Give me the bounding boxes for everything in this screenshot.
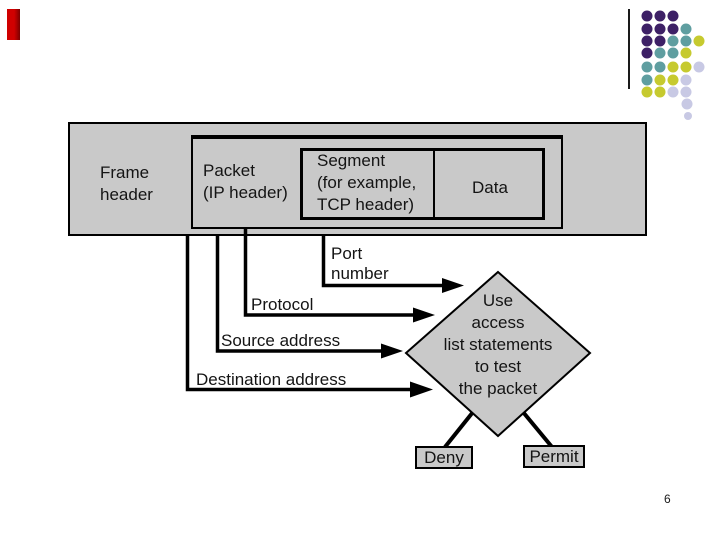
decision-diamond-label: Use access list statements to test the p… [443, 291, 553, 398]
permit-box: Permit [523, 445, 585, 468]
protocol-connector [243, 228, 413, 317]
dot [641, 23, 653, 35]
packet-label: Packet (IP header) [203, 161, 288, 202]
red-accent-bar [7, 9, 20, 40]
source-address-label: Source address [221, 331, 341, 350]
dot [667, 35, 679, 47]
dot [641, 10, 653, 22]
destination-connector [185, 234, 410, 392]
deny-box: Deny [415, 446, 473, 469]
dot [654, 35, 666, 47]
dot [667, 10, 679, 22]
dot [680, 35, 692, 47]
protocol-label: Protocol [251, 295, 314, 314]
destination-address-label: Destination address [196, 370, 347, 389]
dot [654, 86, 666, 98]
permit-label: Permit [529, 446, 579, 466]
port-number-label: Port number [331, 244, 389, 283]
dot [641, 86, 653, 98]
destination-arrowhead-icon [410, 381, 433, 398]
port-connector [321, 235, 442, 288]
dot [693, 61, 705, 73]
segment-data-box [300, 148, 545, 220]
segment-label: Segment (for example, TCP header) [317, 151, 417, 214]
dot [667, 74, 679, 86]
decorative-vertical-line [628, 9, 630, 89]
dot [641, 74, 653, 86]
dot [641, 35, 653, 47]
dot [667, 47, 679, 59]
segment-data-divider [433, 151, 435, 217]
dot [641, 47, 653, 59]
dot [654, 10, 666, 22]
leg-to-deny [443, 410, 475, 449]
dot [680, 61, 692, 73]
decision-diamond [404, 270, 592, 438]
dot [680, 23, 692, 35]
source-connector [215, 234, 381, 353]
dot [641, 61, 653, 73]
dot [667, 61, 679, 73]
dot [654, 74, 666, 86]
dot [654, 47, 666, 59]
dot [654, 23, 666, 35]
leg-to-permit [521, 410, 554, 449]
dot [680, 74, 692, 86]
dot [680, 47, 692, 59]
dot [654, 61, 666, 73]
dot [667, 86, 679, 98]
dot [667, 23, 679, 35]
dot [684, 112, 692, 120]
dot [693, 35, 705, 47]
port-arrowhead-icon [442, 278, 464, 293]
dot [681, 98, 693, 110]
page-number: 6 [664, 492, 671, 506]
protocol-arrowhead-icon [413, 307, 435, 323]
frame-header-label: Frame header [100, 163, 153, 204]
source-arrowhead-icon [381, 343, 403, 359]
dot [680, 86, 692, 98]
deny-label: Deny [424, 447, 464, 467]
data-label: Data [472, 178, 508, 197]
